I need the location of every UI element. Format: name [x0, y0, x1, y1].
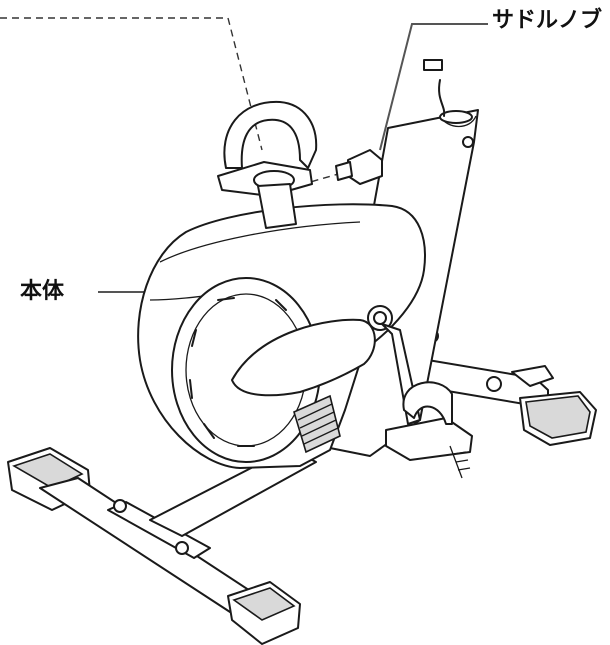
- frame-tube: [149, 447, 317, 537]
- knob-dashed-line: [299, 169, 353, 186]
- front-stabilizer: [7, 447, 301, 645]
- vent-grill: [293, 394, 341, 454]
- pedal-left: [217, 100, 318, 229]
- main-body-label: 本体: [20, 279, 65, 304]
- pedal-right: [385, 381, 473, 479]
- rear-stabilizer: [397, 329, 597, 446]
- saddle-knob: [335, 149, 383, 185]
- saddle-knob-leader-line: [379, 23, 488, 151]
- saddle-knob-label: サドルノブ: [492, 8, 603, 33]
- crank-cover: [231, 318, 376, 397]
- dashed-leader-line: [0, 17, 263, 151]
